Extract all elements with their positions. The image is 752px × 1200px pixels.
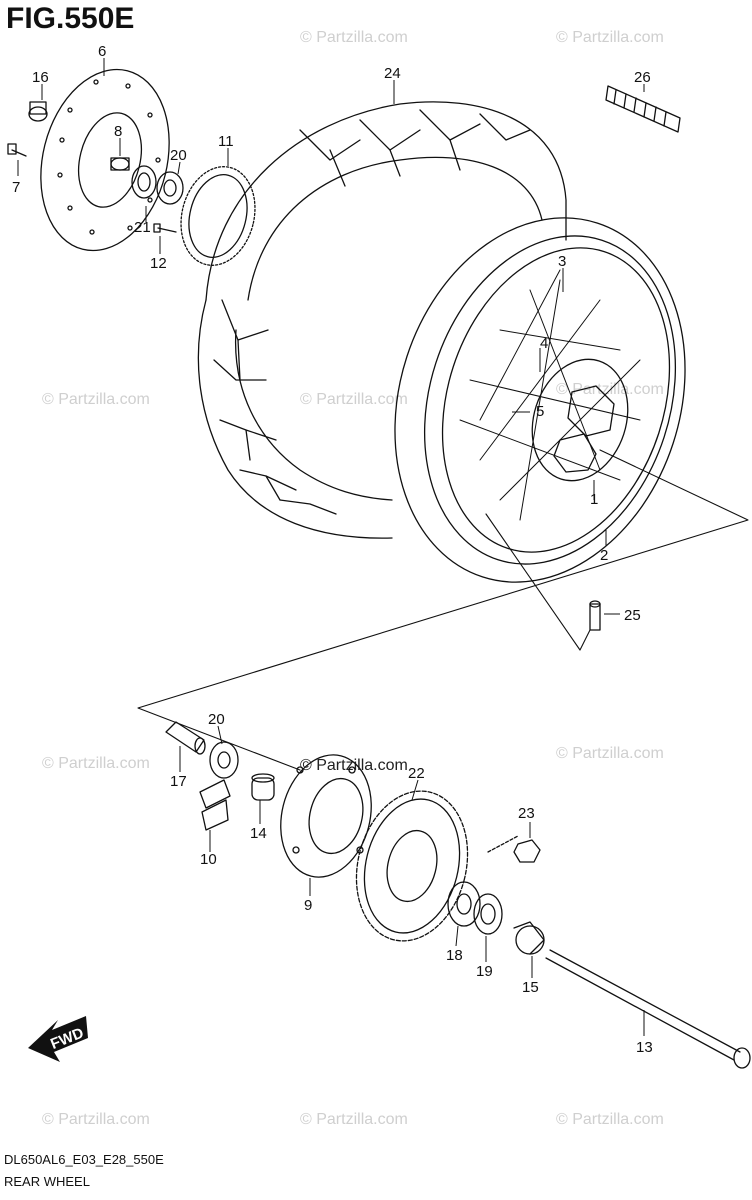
nut-23[interactable] [487,835,541,863]
callout-19: 19 [476,963,493,980]
bolt-16[interactable] [28,101,48,122]
watermark: © Partzilla.com [42,755,150,772]
figure-title: FIG.550E [6,2,135,35]
wheel-hub[interactable] [517,347,643,493]
callout-26: 26 [634,69,651,86]
diagram-name: REAR WHEEL [4,1174,90,1189]
balance-weight-26[interactable] [605,85,681,133]
watermark-inline: © Partzilla.com [300,757,408,774]
callout-6: 6 [98,43,106,60]
callout-3: 3 [558,253,566,270]
watermark: © Partzilla.com [42,391,150,408]
sprocket-drum-9[interactable] [268,745,383,887]
bolt-7[interactable] [7,143,27,157]
collar-15[interactable] [513,921,545,955]
bearing-20-top[interactable] [156,171,184,205]
assembly-lines [137,449,749,771]
callout-10: 10 [200,851,217,868]
callout-25: 25 [624,607,641,624]
leader-lines [17,58,645,1036]
damper-10[interactable] [199,779,231,831]
callout-24: 24 [384,65,401,82]
callout-14: 14 [250,825,267,842]
diagram-code: DL650AL6_E03_E28_550E [4,1152,164,1167]
axle-13[interactable] [545,949,751,1069]
callout-16: 16 [32,69,49,86]
watermark: © Partzilla.com [300,1111,408,1128]
callout-18: 18 [446,947,463,964]
fwd-arrow: FWD [28,1016,88,1062]
callout-5: 5 [536,403,544,420]
fwd-label: FWD [48,1024,86,1053]
bearing-18[interactable] [447,881,481,927]
callout-1: 1 [590,491,598,508]
callout-8: 8 [114,123,122,140]
bearing-20-bottom[interactable] [209,741,239,779]
watermark: © Partzilla.com [556,745,664,762]
valve-25[interactable] [589,600,601,631]
watermark: © Partzilla.com [300,391,408,408]
rear-tire[interactable] [197,101,567,539]
callout-4: 4 [540,335,548,352]
collar-17[interactable] [165,721,206,755]
oil-seal-21[interactable] [131,165,157,199]
callout-12: 12 [150,255,167,272]
callout-13: 13 [636,1039,653,1056]
callout-15: 15 [522,979,539,996]
callout-9: 9 [304,897,312,914]
callout-20-bottom: 20 [208,711,225,728]
callout-23: 23 [518,805,535,822]
watermark: © Partzilla.com [556,29,664,46]
sensor-ring-11[interactable] [171,159,265,273]
spokes [459,269,641,521]
watermark: © Partzilla.com [42,1111,150,1128]
rear-rim[interactable] [349,180,730,620]
callout-11: 11 [218,133,234,150]
screw-12[interactable] [153,223,177,233]
callout-2: 2 [600,547,608,564]
spacer-8[interactable] [110,157,130,171]
brake-disc[interactable] [23,56,188,265]
callout-21: 21 [134,219,151,236]
callouts: 1 2 3 4 5 6 7 8 9 10 11 12 13 14 15 16 1… [12,43,653,1056]
callout-17: 17 [170,773,187,790]
spacer-14[interactable] [251,773,275,801]
callout-7: 7 [12,179,20,196]
sprocket-22[interactable] [341,779,483,953]
watermark: © Partzilla.com [556,1111,664,1128]
callout-22: 22 [408,765,425,782]
oil-seal-19[interactable] [473,893,503,935]
callout-20-top: 20 [170,147,187,164]
watermark: © Partzilla.com [300,29,408,46]
watermarks: © Partzilla.com © Partzilla.com © Partzi… [42,29,664,1128]
